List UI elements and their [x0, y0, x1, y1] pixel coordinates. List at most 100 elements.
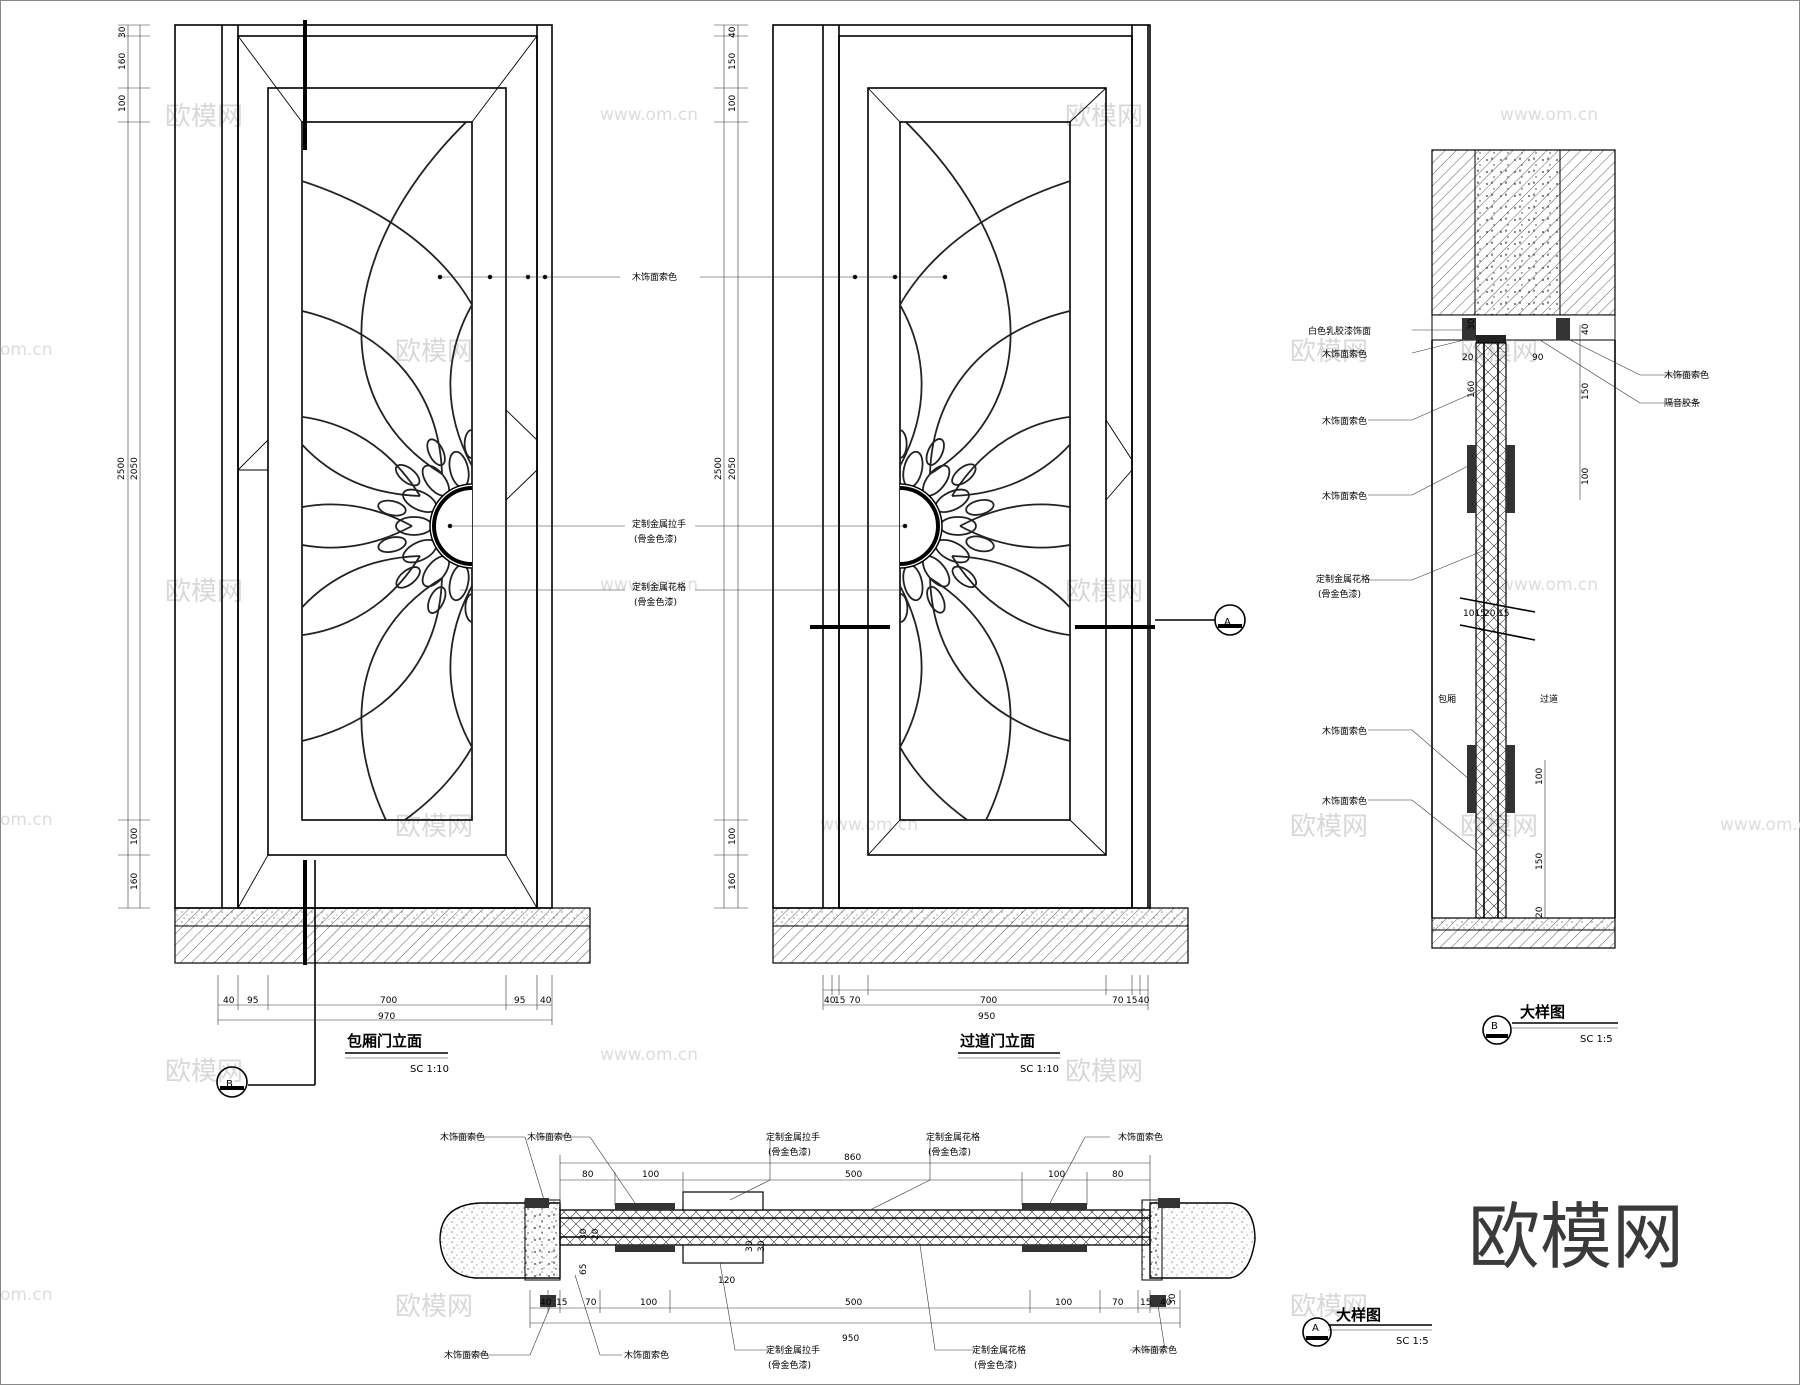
lattice-curve — [929, 577, 1070, 742]
watermark-logo-small: 欧模网 — [1290, 812, 1368, 842]
lattice-curve — [900, 585, 923, 749]
lattice-curve — [302, 310, 443, 475]
detail-a-title: 大样图 — [1336, 1306, 1381, 1324]
rosette-petal — [852, 437, 877, 468]
detail-b-label: 木饰面索色 — [1322, 415, 1367, 427]
lattice-curve — [302, 525, 413, 549]
rosette-petal — [463, 429, 472, 459]
detail-b-label-right: 木饰面索色 — [1664, 369, 1709, 381]
right-dim-v: 2500 — [714, 457, 724, 480]
lattice-curve — [900, 303, 923, 467]
detail-b-label: 木饰面索色 — [1322, 795, 1367, 807]
metal-lattice-pattern-right — [542, 122, 1070, 946]
rosette-petal — [464, 593, 472, 623]
left-dim-v: 2500 — [117, 457, 127, 480]
lattice-curve — [302, 577, 443, 742]
detail-a-top-label: 木饰面索色 — [527, 1131, 572, 1143]
right-elevation-title: 过道门立面 — [960, 1032, 1035, 1050]
left-dim-v: 160 — [118, 53, 128, 70]
detail-a-bottom-label: (骨金色漆) — [768, 1359, 811, 1371]
lattice-curve — [789, 578, 911, 946]
left-elevation-title: 包厢门立面 — [347, 1032, 422, 1050]
rosette-petal — [504, 485, 544, 517]
watermark-logo-small: 欧模网 — [1290, 1292, 1368, 1322]
rosette-petal — [427, 586, 447, 614]
detail-b-dim: 20 — [1535, 906, 1545, 918]
left-door-elevation — [118, 20, 841, 1086]
rosette-petal — [846, 552, 883, 591]
detail-a-bottom-label: 定制金属拉手 — [766, 1344, 820, 1356]
left-dim-v: 100 — [118, 95, 128, 112]
watermark-url: om.cn — [0, 1285, 53, 1305]
detail-a-mid-dim: 65 — [579, 1264, 589, 1275]
lattice-curve — [929, 577, 1012, 820]
detail-b-dim: 150 — [1581, 383, 1591, 400]
watermark-logo-small: 欧模网 — [1065, 1057, 1143, 1087]
right-door-elevation — [542, 24, 1215, 1059]
detail-a-mark: A — [1312, 1323, 1319, 1334]
watermark-logo-small: 欧模网 — [165, 577, 243, 607]
watermark-url: www.om.cn — [1500, 105, 1598, 125]
rosette-petal — [394, 463, 421, 487]
detail-b-label: (骨金色漆) — [1318, 588, 1361, 600]
left-dim-total: 970 — [378, 1012, 395, 1022]
detail-a-bottom-dim: 100 — [640, 1298, 657, 1308]
detail-b-dim: 15 — [1498, 609, 1509, 619]
detail-b-side-left: 包厢 — [1438, 693, 1456, 705]
rosette-petal — [377, 499, 407, 517]
detail-a-bottom-label: 木饰面索色 — [624, 1349, 669, 1361]
section-mark-b — [216, 1066, 248, 1098]
rosette-petal — [951, 565, 978, 589]
detail-b-label-right: 隔音胶条 — [1664, 397, 1700, 409]
lattice-curve — [951, 416, 1070, 497]
lattice-curve — [900, 180, 1070, 466]
right-dim-v: 100 — [728, 95, 738, 112]
rosette-petal — [828, 485, 868, 517]
detail-b-dim: 20 — [1462, 353, 1474, 363]
rosette-petal — [426, 438, 446, 467]
lattice-curve — [542, 306, 840, 547]
rosette-petal — [828, 535, 868, 567]
detail-b-side-right: 过道 — [1540, 693, 1558, 705]
detail-a-bottom-total: 950 — [842, 1334, 859, 1344]
lattice-curve — [502, 303, 841, 474]
detail-b-section — [1368, 149, 1700, 1045]
detail-b-dim: 100 — [1581, 468, 1591, 485]
handle-ring — [900, 486, 940, 566]
detail-b-dim: 100 — [1535, 768, 1545, 785]
rosette-petal — [965, 535, 995, 553]
detail-b-dim: 150 — [1535, 853, 1545, 870]
section-mark-a — [1214, 604, 1246, 636]
right-dim-h: 15 — [834, 996, 845, 1006]
watermark-url: www.om.cn — [600, 105, 698, 125]
lattice-curve — [360, 577, 443, 820]
detail-a-mid-dim: 20 — [591, 1228, 601, 1240]
lattice-curve — [959, 525, 1070, 549]
right-dim-h: 70 — [1112, 996, 1124, 1006]
detail-a-bottom-dim: 70 — [1112, 1298, 1124, 1308]
detail-b-label: 白色乳胶漆饰面 — [1308, 325, 1371, 337]
right-dim-h: 15 — [1126, 996, 1137, 1006]
detail-b-label: 木饰面索色 — [1322, 725, 1367, 737]
lattice-curve — [302, 443, 421, 497]
detail-a-bottom-dim: 40 — [1160, 1298, 1172, 1308]
left-dim-v: 160 — [130, 873, 140, 890]
right-dim-h: 40 — [1138, 996, 1150, 1006]
right-dim-v: 40 — [728, 26, 738, 38]
watermark-logo-small: 欧模网 — [1290, 337, 1368, 367]
detail-a-bottom-dim: 70 — [585, 1298, 597, 1308]
watermark-logo: 欧模网 — [1468, 1195, 1684, 1279]
rosette-petal — [472, 450, 498, 489]
detail-a-mid-dim: 30 — [745, 1240, 755, 1252]
rosette-petal — [874, 563, 900, 602]
detail-a-top-label: (骨金色漆) — [768, 1146, 811, 1158]
rosette-petal — [395, 516, 433, 536]
detail-a-mid-dim: 30 — [579, 1228, 589, 1240]
detail-a-section — [439, 1136, 1432, 1356]
rosette-petal — [504, 535, 544, 567]
lattice-curve — [951, 443, 1070, 497]
watermark-logo-small: 欧模网 — [395, 337, 473, 367]
detail-b-dim: 20 — [1484, 609, 1496, 619]
detail-b-dim: 30 — [1467, 318, 1477, 330]
detail-b-title: 大样图 — [1520, 1003, 1565, 1021]
